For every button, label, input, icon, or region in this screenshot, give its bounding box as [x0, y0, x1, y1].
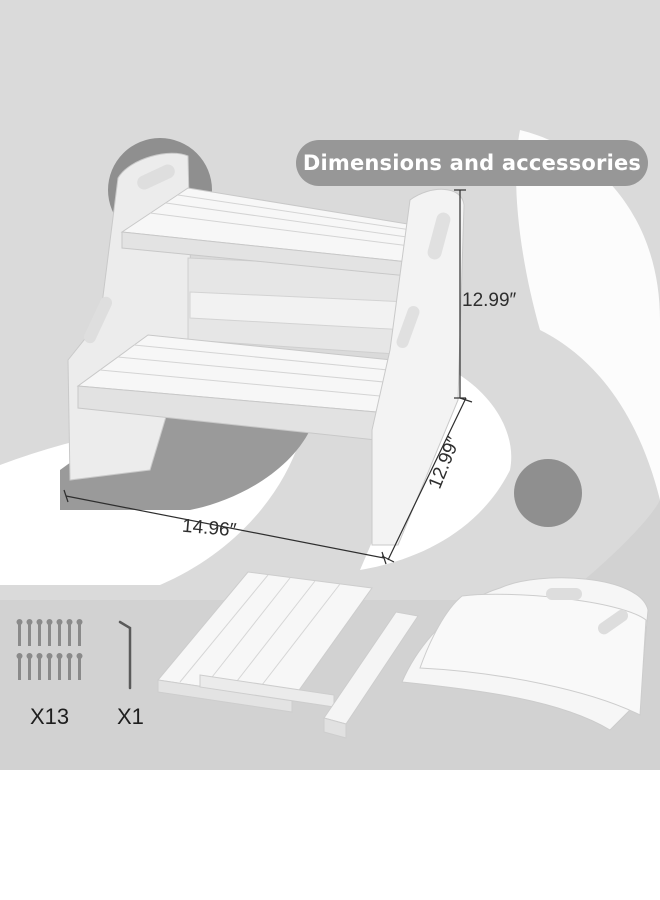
background-panel: Dimensions and accessories 12.99″ 12.99″…: [0, 0, 660, 770]
hex-wrench-icon: [118, 620, 132, 690]
illustration: [0, 130, 660, 739]
wrench-quantity: X1: [117, 704, 144, 729]
bg-swoosh-right: [516, 130, 660, 500]
dimension-arrow-icon: [63, 189, 473, 565]
screws-quantity: X13: [30, 704, 70, 729]
disassembled-parts: [157, 571, 649, 739]
section-title: Dimensions and accessories: [302, 151, 642, 175]
section-title-badge: Dimensions and accessories: [296, 140, 648, 186]
dimension-width-label: 14.96″: [181, 515, 238, 542]
bg-floor-shadow: [60, 404, 310, 510]
step-stool: [63, 152, 473, 565]
bg-circle-small: [514, 459, 582, 527]
screws-icon: [16, 619, 83, 680]
dimension-height-label: 12.99″: [462, 290, 517, 311]
